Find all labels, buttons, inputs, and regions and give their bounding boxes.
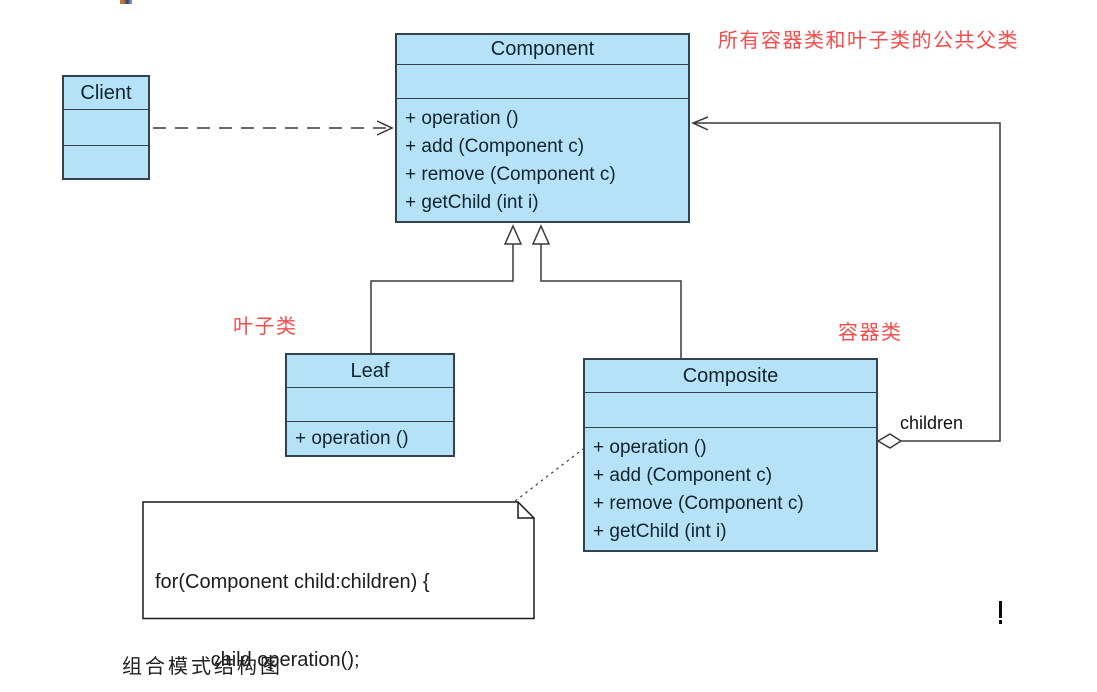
attributes-section-empty: [287, 388, 453, 422]
note-code-line: for(Component child:children) {: [155, 571, 430, 593]
diagram-caption: 组合模式结构图: [122, 656, 283, 678]
note-code-line: child.operation();: [155, 649, 360, 671]
hollow-triangle-icon: [531, 224, 551, 245]
method-item: + operation (): [593, 437, 707, 458]
top-edge-artifact: [120, 0, 132, 4]
cursor-dot: [999, 620, 1002, 624]
annotation-container-class: 容器类: [838, 322, 903, 344]
method-item: + add (Component c): [405, 136, 585, 157]
generalization-line-composite: [540, 244, 682, 358]
hollow-triangle-icon: [503, 224, 523, 245]
attributes-section-empty: [397, 65, 688, 99]
annotation-component-parent-class: 所有容器类和叶子类的公共父类: [718, 30, 1019, 52]
open-arrowhead-icon: [376, 120, 394, 136]
text-cursor-artifact: [999, 601, 1002, 624]
class-name: Client: [64, 77, 148, 110]
method-item: + remove (Component c): [593, 493, 804, 514]
generalization-line-leaf: [370, 244, 514, 353]
note-code-text: for(Component child:children) { child.op…: [142, 501, 535, 692]
class-name: Component: [397, 35, 688, 65]
annotation-leaf-class: 叶子类: [233, 316, 298, 338]
note-anchor-dotted-line: [509, 448, 584, 506]
method-item: + remove (Component c): [405, 164, 616, 185]
note-shape: [142, 501, 535, 620]
open-arrowhead-icon: [691, 116, 709, 131]
method-item: + getChild (int i): [593, 521, 727, 542]
attributes-section-empty: [585, 393, 876, 428]
class-box-composite: Composite + operation () + add (Componen…: [583, 358, 878, 552]
children-role-label: children: [900, 413, 964, 433]
class-box-client: Client: [62, 75, 150, 180]
method-item: + operation (): [295, 428, 409, 449]
methods-section: + operation () + add (Component c) + rem…: [585, 428, 876, 546]
class-name: Leaf: [287, 355, 453, 388]
note-fold-icon: [517, 502, 534, 519]
attributes-section-empty: [64, 110, 148, 146]
method-item: + operation (): [405, 108, 519, 129]
method-item: + getChild (int i): [405, 192, 539, 213]
class-box-component: Component + operation () + add (Componen…: [395, 33, 690, 223]
hollow-diamond-icon: [876, 433, 903, 449]
class-box-leaf: Leaf + operation (): [285, 353, 455, 457]
methods-section-empty: [64, 146, 148, 152]
class-name: Composite: [585, 360, 876, 393]
methods-section: + operation () + add (Component c) + rem…: [397, 99, 688, 217]
methods-section: + operation (): [287, 422, 453, 455]
method-item: + add (Component c): [593, 465, 773, 486]
cursor-bar: [999, 601, 1002, 618]
